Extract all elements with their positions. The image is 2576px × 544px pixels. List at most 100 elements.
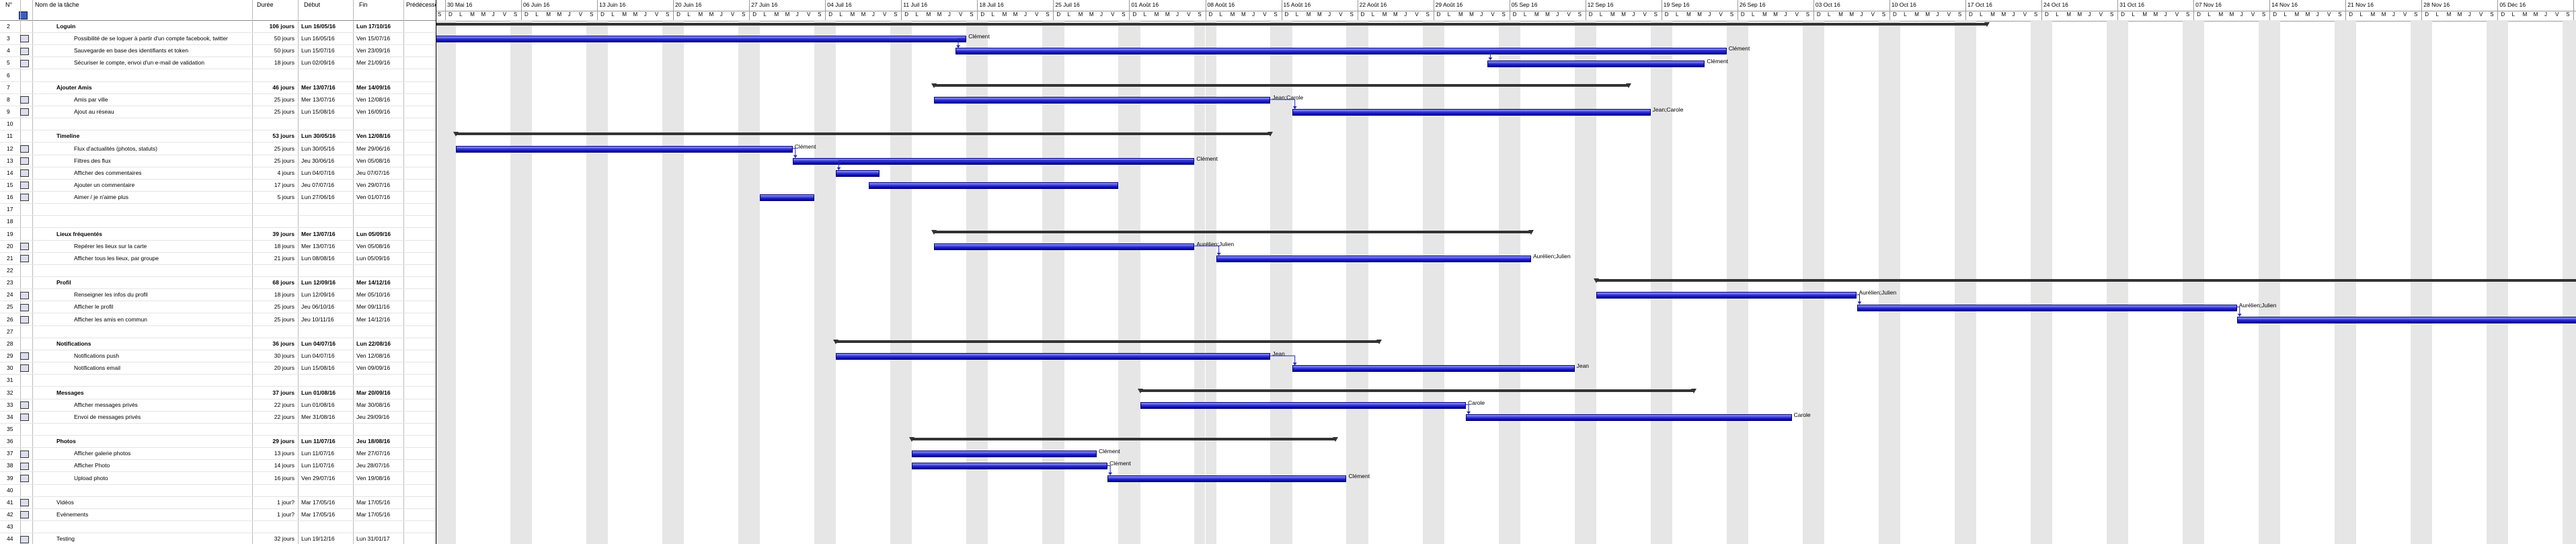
- summary-bar[interactable]: [1137, 388, 1696, 393]
- table-row[interactable]: 18: [0, 215, 436, 229]
- task-bar[interactable]: [436, 36, 967, 43]
- summary-bar[interactable]: [931, 83, 1631, 88]
- task-bar[interactable]: [933, 96, 1271, 104]
- task-note-icon[interactable]: [20, 447, 30, 459]
- table-row[interactable]: 6: [0, 69, 436, 82]
- task-note-icon[interactable]: [20, 56, 30, 69]
- task-note-icon[interactable]: [20, 411, 30, 423]
- table-row[interactable]: 17: [0, 203, 436, 217]
- table-row[interactable]: 43: [0, 520, 436, 534]
- task-bar[interactable]: [1466, 414, 1792, 421]
- table-row[interactable]: 40: [0, 484, 436, 497]
- table-row[interactable]: 35: [0, 423, 436, 436]
- col-pred-header[interactable]: Prédécesseurs: [406, 1, 436, 8]
- task-note-icon[interactable]: [20, 301, 30, 313]
- task-bar[interactable]: [1857, 304, 2237, 311]
- table-row[interactable]: 31: [0, 374, 436, 387]
- task-bar[interactable]: [760, 194, 815, 202]
- task-note-icon[interactable]: [20, 252, 30, 264]
- summary-bar[interactable]: [931, 229, 1534, 235]
- task-note-icon[interactable]: [20, 93, 30, 106]
- summary-bar[interactable]: [833, 339, 1382, 344]
- task-note-icon[interactable]: [20, 44, 30, 56]
- task-note-icon[interactable]: [20, 533, 30, 544]
- task-bar[interactable]: [1292, 109, 1651, 116]
- task-note-icon[interactable]: [20, 240, 30, 252]
- table-row[interactable]: 22: [0, 264, 436, 277]
- task-bar[interactable]: [792, 157, 1195, 165]
- col-end-header[interactable]: Fin: [359, 1, 368, 8]
- task-bar[interactable]: [836, 169, 880, 177]
- task-note-icon[interactable]: [20, 399, 30, 411]
- col-duration-header[interactable]: Durée: [257, 1, 274, 8]
- task-bar[interactable]: [1216, 255, 1531, 262]
- task-bar[interactable]: [868, 182, 1119, 190]
- task-note-icon[interactable]: [20, 508, 30, 520]
- task-bar[interactable]: [2236, 316, 2576, 323]
- table-row[interactable]: 27: [0, 325, 436, 338]
- summary-bar[interactable]: [436, 22, 1990, 28]
- task-bar[interactable]: [836, 353, 1271, 360]
- task-bar[interactable]: [456, 145, 793, 153]
- task-note-icon[interactable]: [20, 362, 30, 374]
- task-note-icon[interactable]: [20, 155, 30, 167]
- task-bar[interactable]: [1107, 475, 1347, 482]
- col-id-header[interactable]: N°: [5, 1, 13, 8]
- task-bar[interactable]: [955, 48, 1727, 55]
- task-bar[interactable]: [1140, 401, 1467, 409]
- task-note-icon[interactable]: [20, 288, 30, 301]
- task-note-icon[interactable]: [20, 472, 30, 484]
- task-note-icon[interactable]: [20, 32, 30, 44]
- task-note-icon[interactable]: [20, 191, 30, 203]
- task-note-icon[interactable]: [20, 167, 30, 179]
- task-note-icon[interactable]: [20, 496, 30, 508]
- col-start-header[interactable]: Début: [304, 1, 321, 8]
- task-note-icon[interactable]: [20, 459, 30, 471]
- task-bar[interactable]: [1292, 365, 1575, 373]
- task-bar[interactable]: [912, 451, 1097, 458]
- summary-bar[interactable]: [453, 132, 1274, 137]
- summary-bar[interactable]: [909, 437, 1339, 442]
- table-row[interactable]: 10: [0, 118, 436, 131]
- task-bar[interactable]: [1596, 292, 1857, 299]
- task-bar[interactable]: [933, 243, 1195, 250]
- col-name-header[interactable]: Nom de la tâche: [35, 1, 79, 8]
- task-note-icon[interactable]: [20, 350, 30, 362]
- summary-bar[interactable]: [1593, 278, 2576, 284]
- task-note-icon[interactable]: [20, 179, 30, 191]
- task-note-icon[interactable]: [20, 313, 30, 325]
